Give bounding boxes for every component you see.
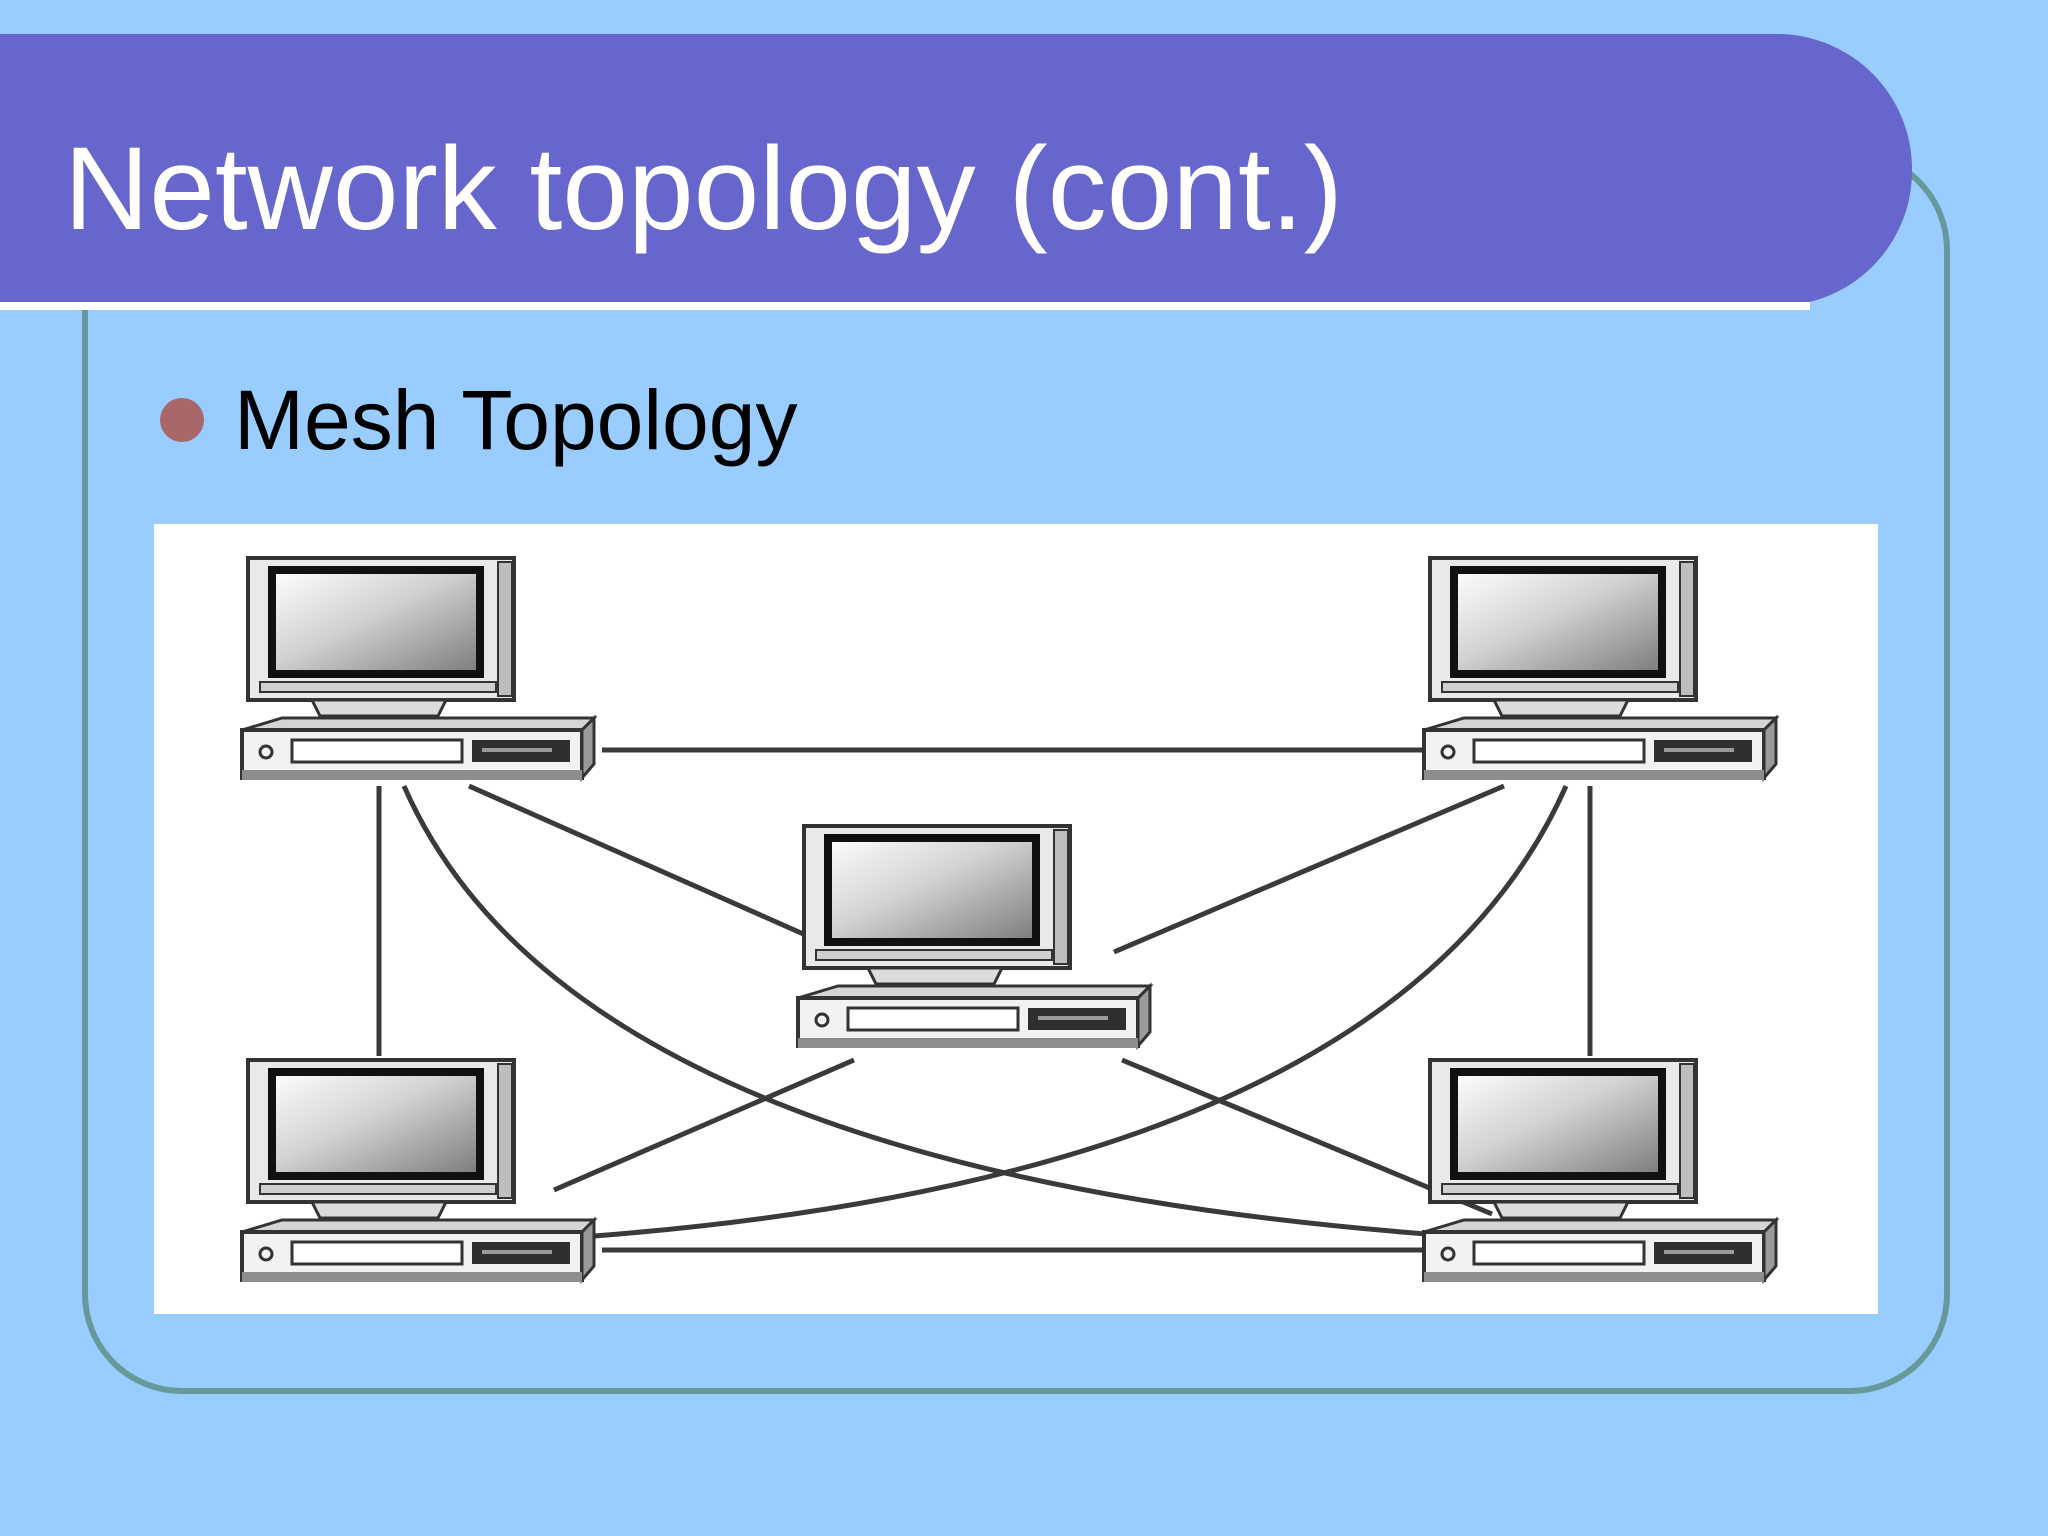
desktop-computer-icon <box>242 1060 594 1282</box>
link-top-right-center <box>1113 783 1505 955</box>
link-top-left-bottom-right <box>401 784 1455 1239</box>
desktop-computer-icon <box>1424 1060 1776 1282</box>
bullet-text: Mesh Topology <box>234 373 798 467</box>
link-top-right-bottom-left <box>593 784 1569 1239</box>
bullet-dot-icon <box>160 398 204 442</box>
title-bar: Network topology (cont.) <box>0 34 1912 310</box>
mesh-diagram-svg <box>154 524 1878 1314</box>
link-top-left-center <box>467 783 846 955</box>
link-center-bottom-left <box>553 1057 855 1193</box>
desktop-computer-icon <box>242 558 594 780</box>
desktop-computer-icon <box>798 826 1150 1048</box>
mesh-links <box>376 747 1593 1253</box>
title-underline <box>0 302 1810 310</box>
desktop-computer-icon <box>1424 558 1776 780</box>
mesh-topology-diagram <box>154 524 1878 1314</box>
slide-title: Network topology (cont.) <box>64 123 1343 255</box>
